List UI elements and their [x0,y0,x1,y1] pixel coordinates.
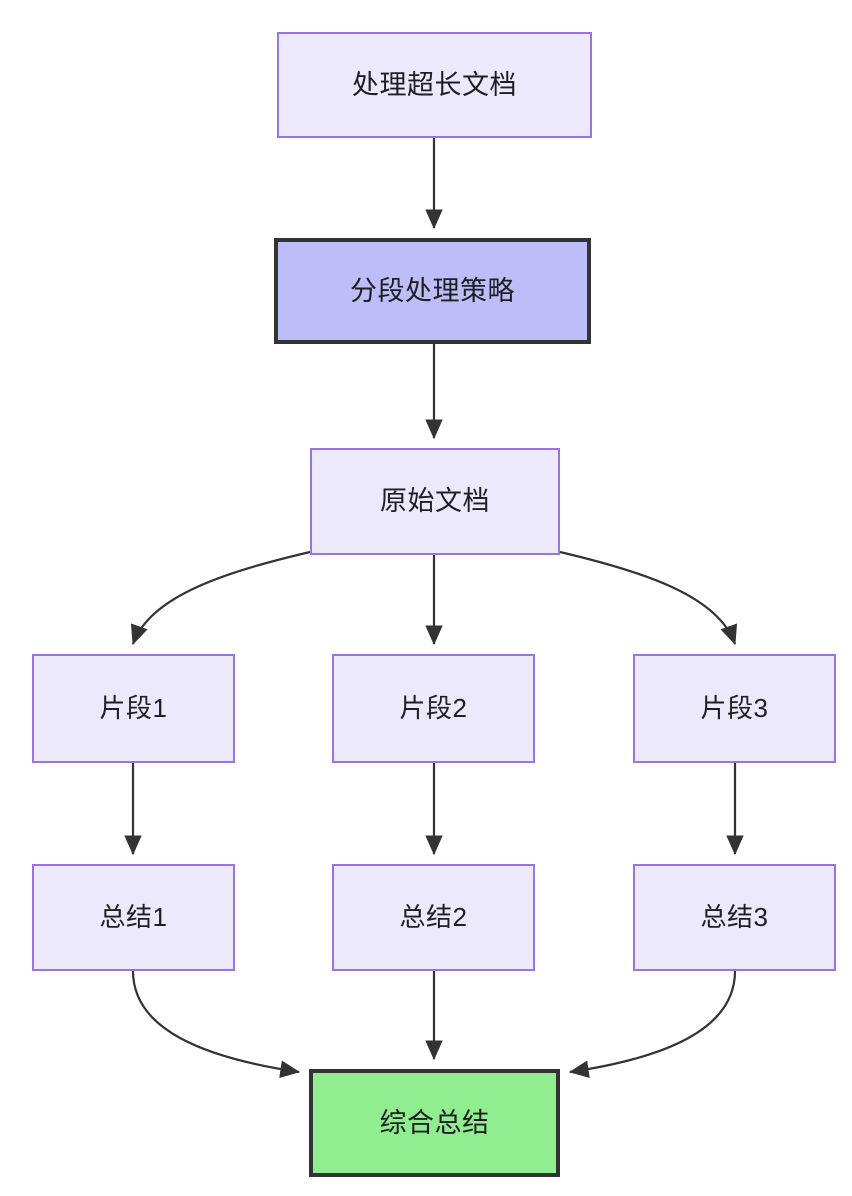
edge-source-to-chunk1 [130,550,311,646]
node-sum2[interactable]: 总结2 [332,864,535,971]
node-sum1[interactable]: 总结1 [32,864,235,971]
node-final[interactable]: 综合总结 [309,1069,560,1177]
node-label-doc: 处理超长文档 [352,69,517,100]
node-sum3[interactable]: 总结3 [633,864,836,971]
edge-sum1-to-final [131,970,301,1078]
node-source[interactable]: 原始文档 [310,448,560,555]
node-label-sum3: 总结3 [700,901,769,932]
edge-sum3-to-final [568,970,737,1078]
node-chunk1[interactable]: 片段1 [32,654,235,763]
node-chunk2[interactable]: 片段2 [332,654,535,763]
node-label-strategy: 分段处理策略 [350,275,515,306]
node-chunk3[interactable]: 片段3 [633,654,836,763]
node-label-chunk1: 片段1 [99,692,168,723]
node-strategy[interactable]: 分段处理策略 [274,238,591,344]
edge-source-to-chunk3 [559,550,738,646]
node-label-final: 综合总结 [379,1107,490,1138]
node-label-chunk3: 片段3 [700,692,769,723]
node-label-sum2: 总结2 [399,901,468,932]
node-label-source: 原始文档 [380,486,490,517]
node-label-sum1: 总结1 [99,901,168,932]
node-label-chunk2: 片段2 [399,692,468,723]
node-doc[interactable]: 处理超长文档 [277,32,592,138]
